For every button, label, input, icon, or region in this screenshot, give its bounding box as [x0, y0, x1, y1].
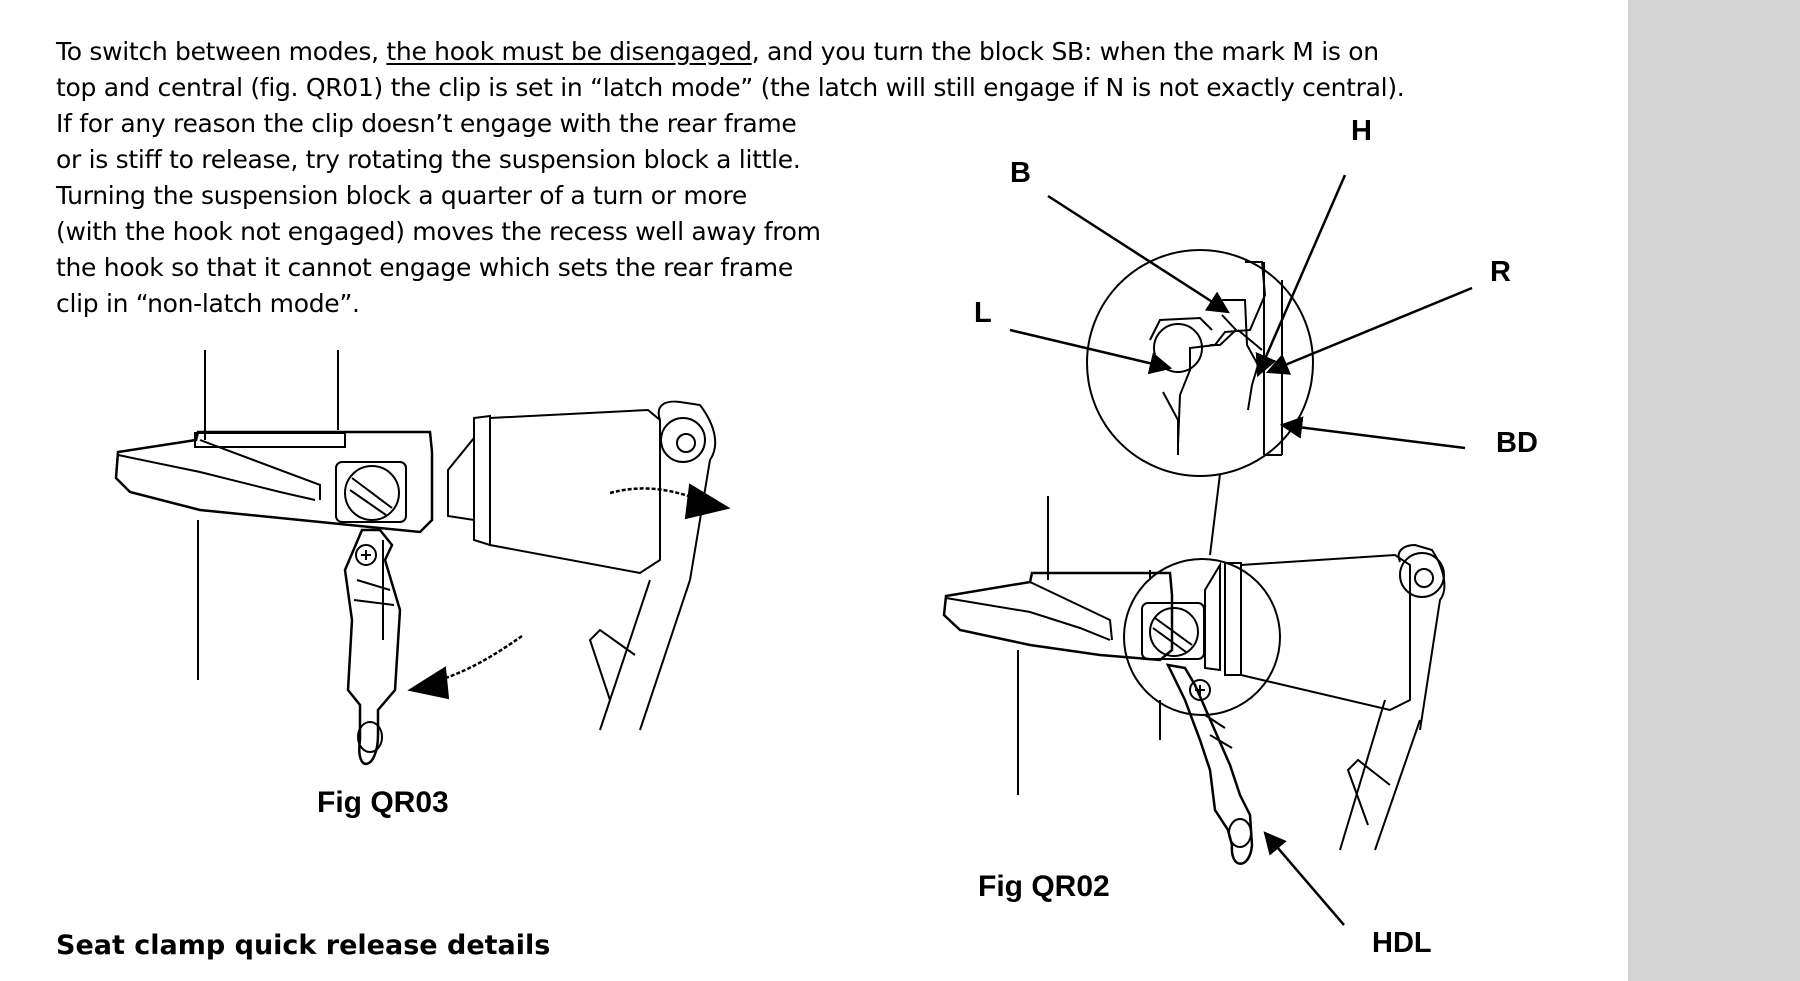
label-b: B	[1010, 157, 1031, 189]
label-bd: BD	[1496, 427, 1538, 459]
paragraph-line-4: or is stiff to release, try rotating the…	[56, 145, 801, 174]
text-segment: , and you turn the block SB: when the ma…	[751, 37, 1379, 66]
figure-qr03-drawing	[114, 350, 731, 765]
text-segment: To switch between modes,	[56, 37, 387, 66]
side-margin-panel	[1628, 0, 1800, 981]
paragraph-line-2: top and central (fig. QR01) the clip is …	[56, 73, 1405, 102]
label-hdl: HDL	[1372, 927, 1432, 959]
label-r: R	[1490, 256, 1511, 288]
section-heading: Seat clamp quick release details	[56, 930, 551, 961]
paragraph-line-5: Turning the suspension block a quarter o…	[56, 181, 747, 210]
paragraph-line-7: the hook so that it cannot engage which …	[56, 253, 793, 282]
label-l: L	[974, 297, 992, 329]
label-h: H	[1351, 115, 1372, 147]
paragraph-line-3: If for any reason the clip doesn’t engag…	[56, 109, 797, 138]
document-page: To switch between modes, the hook must b…	[56, 34, 1538, 961]
technical-illustrations	[114, 174, 1473, 926]
figure-qr02-drawing	[942, 249, 1446, 865]
caption-fig-qr03: Fig QR03	[317, 786, 449, 819]
paragraph-line-6: (with the hook not engaged) moves the re…	[56, 217, 821, 246]
underlined-emphasis: the hook must be disengaged	[386, 37, 752, 66]
caption-fig-qr02: Fig QR02	[978, 870, 1110, 903]
paragraph-line-8: clip in “non-latch mode”.	[56, 289, 360, 318]
leader-arrows	[1009, 174, 1473, 926]
paragraph-line-1: To switch between modes, the hook must b…	[56, 34, 1379, 70]
